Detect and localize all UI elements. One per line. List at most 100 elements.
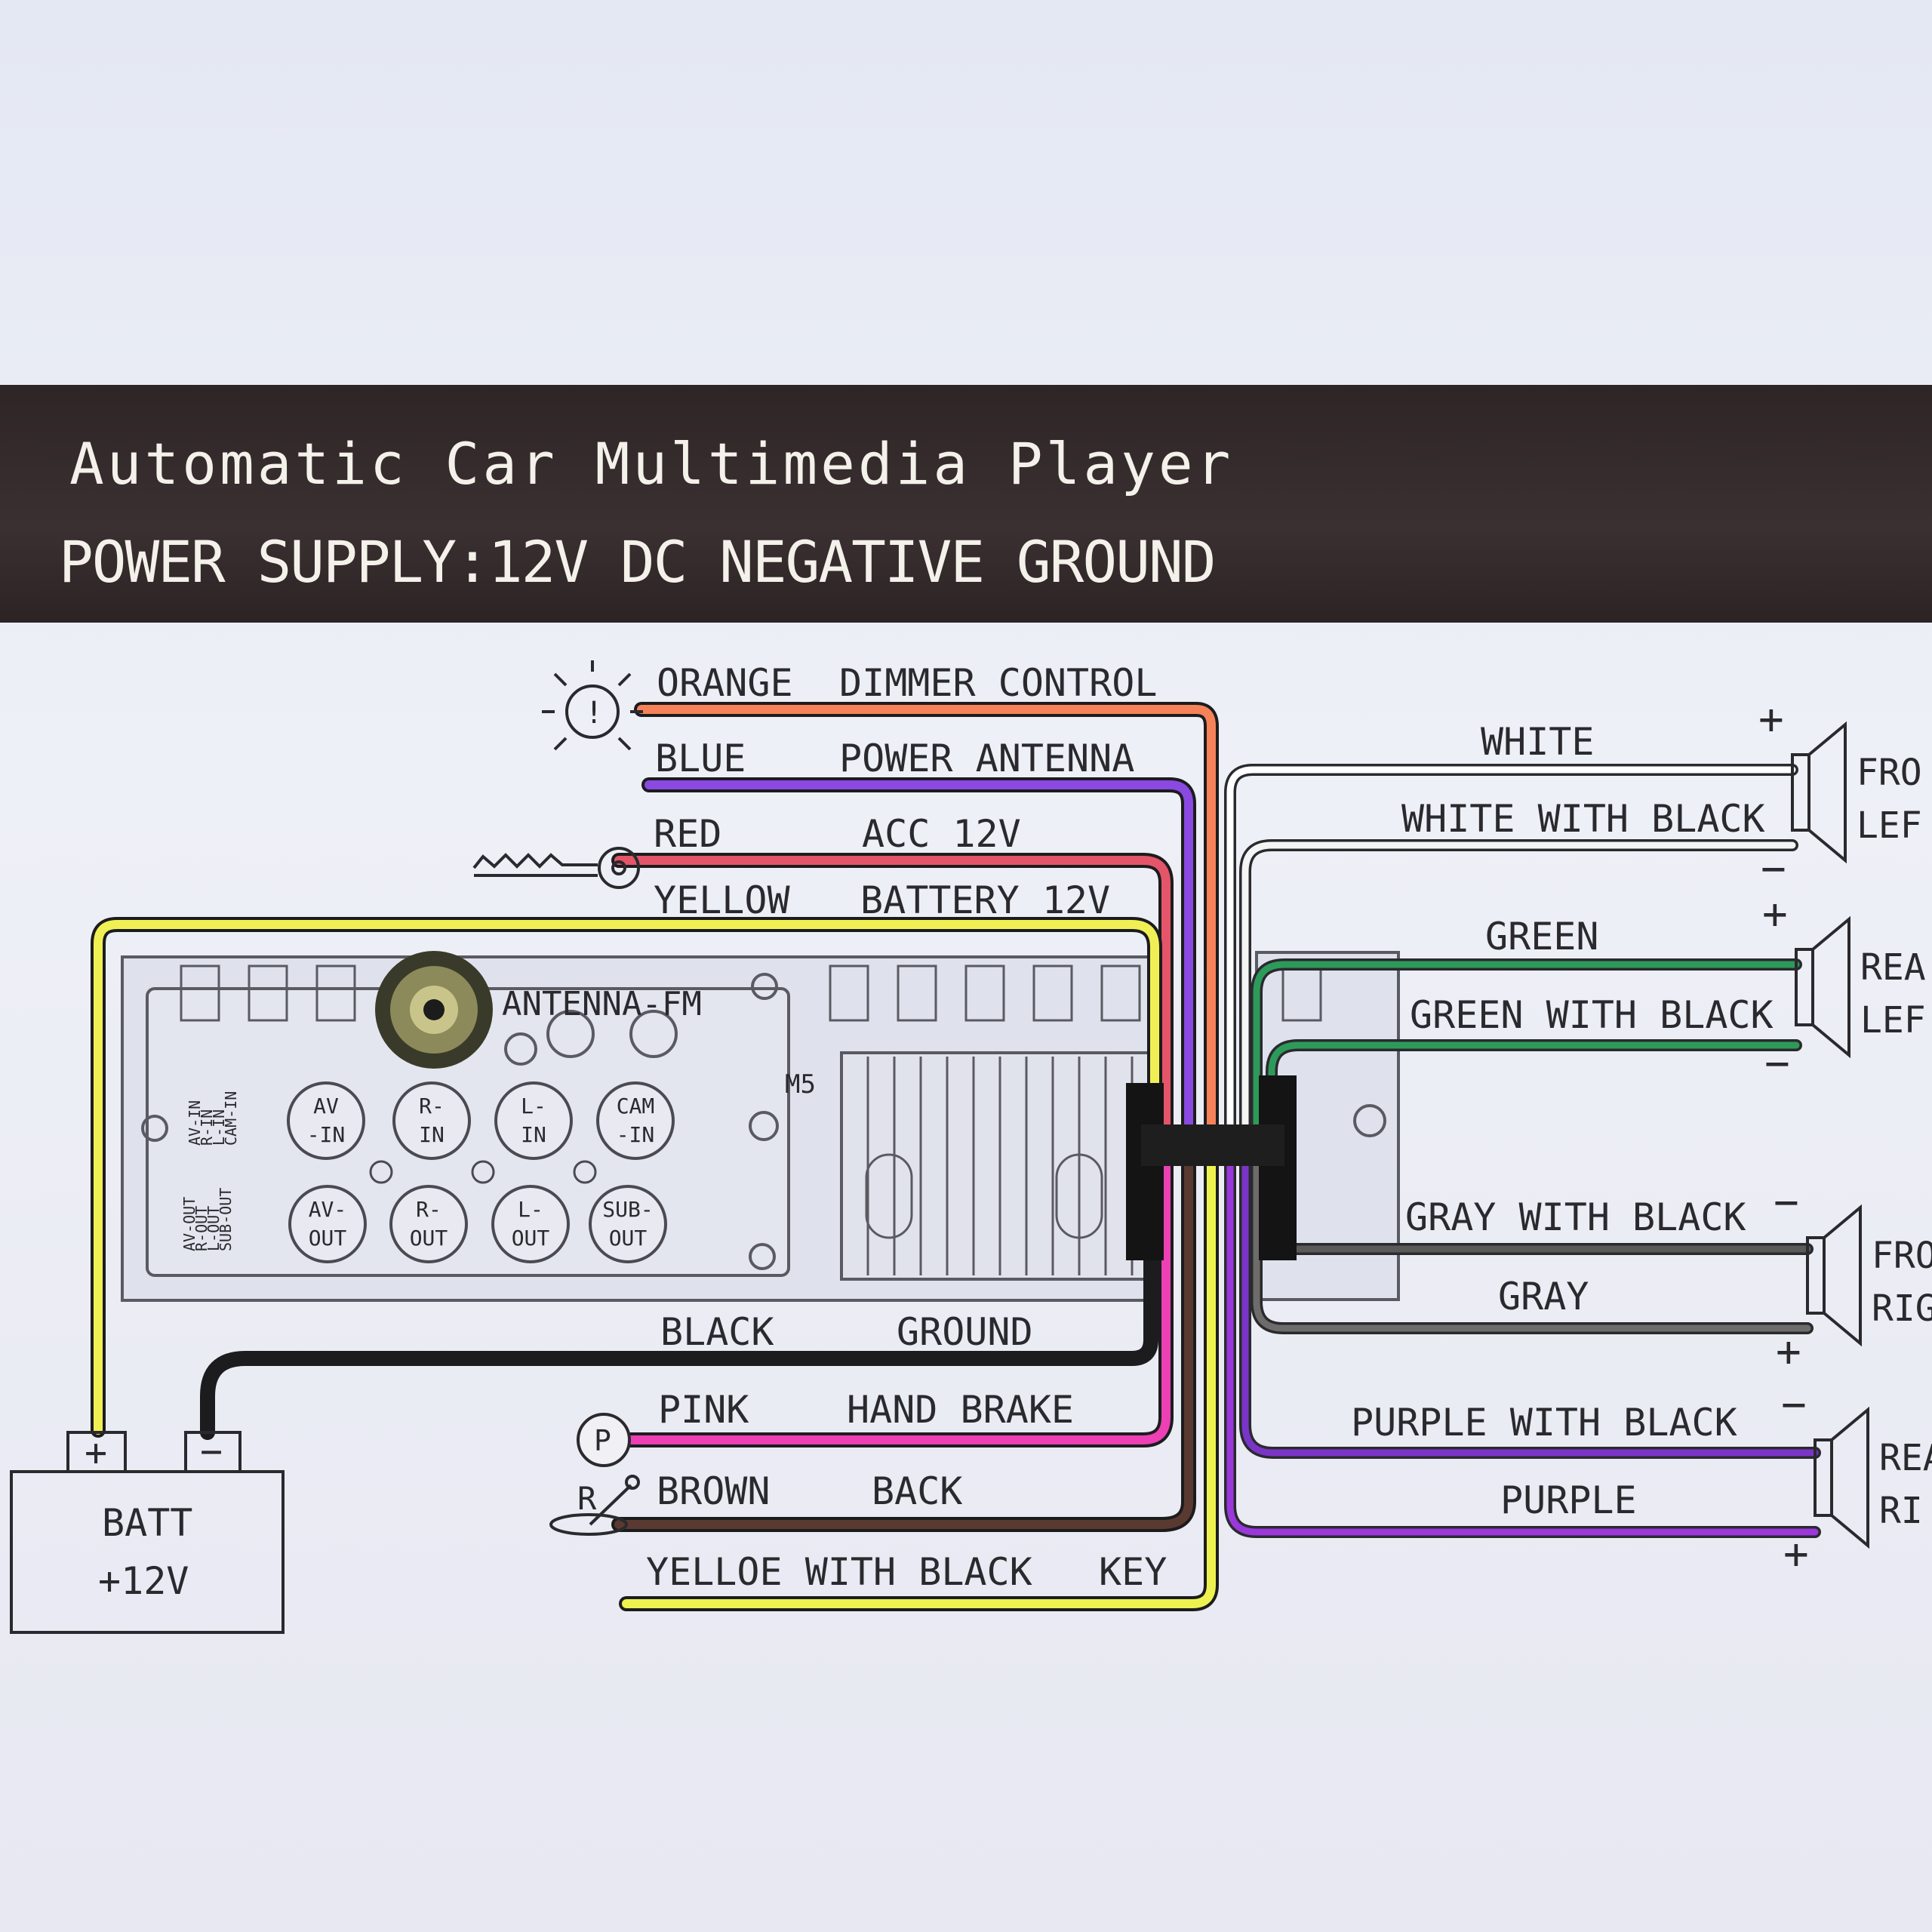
small-port-2 [546,1010,595,1058]
speaker-wire-white-with-black [1241,841,1796,1136]
rca-jack-8 [589,1185,667,1263]
wire-pink [626,1158,1171,1444]
battery-minus-terminal [184,1431,242,1473]
dimmer-light-icon [542,660,643,751]
speaker-name-line1-2: REA [1860,946,1926,989]
small-port-1 [504,1032,537,1066]
side-label-out-4: SUB-OUT [217,1188,235,1251]
speaker-polarity-bottom-2: − [1764,1039,1790,1088]
rca-jack-sublabel-1: -IN [307,1122,346,1147]
battery [10,1431,285,1634]
wire-black [203,1158,1155,1437]
wire-function-brown: BACK [872,1469,962,1513]
rca-jack-sublabel-7: OUT [512,1226,550,1251]
wire-blue [645,780,1193,1137]
speaker-wire-label-white-black: WHITE WITH BLACK [1401,797,1765,841]
side-label-out-2: R-OUT [192,1206,211,1251]
top-vents [180,964,1322,1022]
battery-plus-sign: + [85,1431,107,1475]
wire-brown [614,1158,1193,1529]
connector-plug-right [1259,1075,1297,1260]
side-label-in-3: L-IN [210,1109,228,1146]
dimmer-warning-mark: ! [585,696,603,731]
side-labels: AV-INR-INL-INCAM-INAV-OUTR-OUTL-OUTSUB-O… [180,1091,240,1251]
wire-yelloe-with-black [622,1158,1216,1608]
power-supply-subtitle: POWER SUPPLY:12V DC NEGATIVE GROUND [59,528,1216,595]
wire-label-brown: BROWN [657,1469,771,1513]
speaker-cone-3 [1823,1204,1862,1347]
rca-jack-6 [389,1185,468,1263]
rca-jack-7 [491,1185,570,1263]
antenna-fm-jack [375,951,493,1069]
speaker-cone-1 [1807,721,1847,864]
speaker-wire-green-with-black [1268,1041,1800,1136]
heat-sink [840,1051,1164,1281]
side-label-in-1: AV-IN [186,1100,204,1146]
wire-label-red: RED [654,812,721,856]
jack-panel-hole-1 [369,1160,393,1184]
speaker-wire-label-green: GREEN [1485,915,1599,958]
wire-function-orange: DIMMER CONTROL [839,661,1157,705]
rca-jack-sublabel-5: OUT [309,1226,347,1251]
speaker-polarity-bottom-1: − [1761,844,1786,894]
rca-jack-label-2: R- [419,1094,445,1118]
rca-jack-sublabel-4: -IN [617,1122,655,1147]
speaker-wire-white [1226,766,1796,1136]
rca-jack-sublabel-6: OUT [410,1226,448,1251]
battery-minus-sign: − [200,1429,223,1473]
connector-bridge [1141,1124,1284,1166]
rca-jack-sublabel-2: IN [419,1122,445,1147]
wire-red [614,856,1171,1137]
speaker-polarity-top-3: − [1774,1178,1799,1227]
rca-jack-label-8: SUB- [602,1197,653,1222]
side-label-in-4: CAM-IN [222,1091,240,1146]
speaker-polarity-top-2: + [1762,890,1788,939]
rca-jack-1 [287,1081,365,1160]
wire-yellow [94,920,1159,1435]
reverse-label: R [577,1480,597,1517]
side-label-in-2: R-IN [198,1109,216,1146]
battery-label: BATT [102,1501,192,1545]
speaker-wire-label-white: WHITE [1481,720,1595,764]
speaker-name-line1-1: FRO [1857,752,1922,794]
speaker-polarity-bottom-3: + [1776,1327,1801,1377]
connector-plug-left [1126,1083,1164,1260]
speaker-polarity-bottom-4: + [1783,1530,1809,1579]
rca-jack-label-5: AV- [309,1197,347,1222]
speaker-wire-label-green-black: GREEN WITH BLACK [1410,993,1774,1037]
wire-function-yellow-black: KEY [1099,1550,1167,1594]
rca-jack-2 [392,1081,471,1160]
side-label-out-1: AV-OUT [180,1197,198,1251]
rca-jack-3 [494,1081,573,1160]
rca-jacks: AV-INR-INL-INCAM-INAV-OUTR-OUTL-OUTSUB-O… [287,1081,675,1263]
speaker-name-line2-4: RI [1879,1490,1923,1532]
rca-jack-4 [596,1081,675,1160]
jack-panel-hole-2 [471,1160,495,1184]
rca-jack-5 [288,1185,367,1263]
m5-label: M5 [785,1069,816,1100]
parking-symbol [577,1413,631,1467]
rca-jack-label-4: CAM [617,1094,655,1118]
speaker-name-line2-1: LEF [1857,804,1922,847]
battery-voltage: +12V [98,1559,189,1603]
speaker-name-line2-3: RIG [1872,1287,1932,1330]
rca-jack-sublabel-8: OUT [609,1226,648,1251]
small-port-3 [629,1010,678,1058]
rca-jack-sublabel-3: IN [521,1122,546,1147]
wire-label-yellow-black: YELLOE WITH BLACK [646,1550,1032,1594]
speaker-wire-label-purple: PURPLE [1500,1478,1637,1522]
speaker-name-line1-3: FRO [1872,1235,1932,1277]
speaker-cone-2 [1811,915,1850,1059]
speaker-wire-label-purple-black: PURPLE WITH BLACK [1351,1401,1737,1444]
speaker-wire-gray [1253,1158,1811,1332]
page-title: Automatic Car Multimedia Player [69,430,1234,497]
wire-label-black: BLACK [660,1310,774,1354]
wire-label-pink: PINK [658,1388,749,1432]
wire-label-orange: ORANGE [657,661,793,705]
mount-hole-rear [1353,1104,1386,1137]
rca-jack-label-1: AV [313,1094,339,1118]
parking-label: P [594,1424,611,1457]
